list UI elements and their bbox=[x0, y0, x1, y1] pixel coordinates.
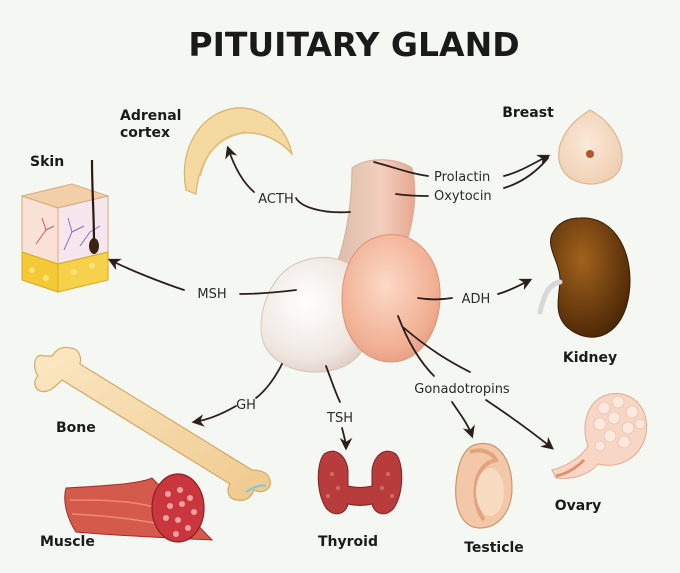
ovary-arrow bbox=[485, 399, 554, 450]
kidney-illustration bbox=[537, 217, 631, 338]
organ-label-bone: Bone bbox=[56, 420, 96, 436]
oxytocin-line bbox=[395, 193, 429, 197]
testicle-illustration bbox=[455, 443, 513, 529]
adrenal-cortex-illustration bbox=[183, 107, 294, 195]
gh-arrow bbox=[191, 405, 237, 427]
acth-arrow-tail bbox=[295, 197, 351, 214]
gonadotropins-arrow-tail bbox=[397, 315, 435, 377]
ovary-illustration bbox=[551, 393, 648, 479]
prolactin-arrow bbox=[503, 154, 551, 177]
organ-label-kidney: Kidney bbox=[563, 350, 617, 366]
organ-label-thyroid: Thyroid bbox=[318, 534, 378, 550]
page-title: PITUITARY GLAND bbox=[188, 25, 519, 64]
bone-illustration bbox=[34, 346, 271, 501]
breast-illustration bbox=[558, 109, 623, 185]
acth-arrow bbox=[225, 145, 255, 193]
organ-label-muscle: Muscle bbox=[40, 534, 95, 550]
arrows bbox=[107, 145, 554, 451]
organ-label-adrenal-line2: cortex bbox=[120, 125, 170, 141]
msh-arrow bbox=[107, 258, 185, 291]
hormone-label-tsh: TSH bbox=[326, 411, 353, 426]
pituitary-gland bbox=[260, 159, 441, 373]
testicle-arrow bbox=[451, 401, 475, 439]
tsh-arrow-tail bbox=[325, 365, 341, 403]
hormone-label-adh: ADH bbox=[462, 292, 491, 307]
organ-label-breast: Breast bbox=[502, 105, 554, 121]
msh-arrow-tail bbox=[239, 289, 297, 295]
gh-arrow-tail bbox=[255, 363, 283, 399]
prolactin-line bbox=[373, 161, 429, 177]
oxytocin-arrow bbox=[503, 157, 549, 189]
hormone-label-gh: GH bbox=[236, 398, 256, 413]
gonadotropins-arrow-tail2 bbox=[403, 327, 471, 373]
adh-arrow-tail bbox=[417, 297, 453, 301]
hormone-label-msh: MSH bbox=[197, 287, 226, 302]
muscle-illustration bbox=[64, 473, 214, 543]
organ-label-skin: Skin bbox=[30, 154, 64, 170]
thyroid-illustration bbox=[317, 450, 403, 515]
hormone-label-gonadotropins: Gonadotropins bbox=[414, 382, 510, 397]
organ-label-testicle: Testicle bbox=[464, 540, 524, 556]
organ-label-adrenal-line1: Adrenal bbox=[120, 108, 181, 124]
skin-illustration bbox=[20, 159, 110, 293]
organ-label-ovary: Ovary bbox=[555, 498, 602, 514]
hormone-label-oxytocin: Oxytocin bbox=[434, 189, 492, 204]
hormone-label-prolactin: Prolactin bbox=[434, 170, 490, 185]
tsh-arrow bbox=[339, 427, 353, 451]
hormone-label-acth: ACTH bbox=[258, 192, 293, 207]
adh-arrow bbox=[497, 278, 533, 295]
